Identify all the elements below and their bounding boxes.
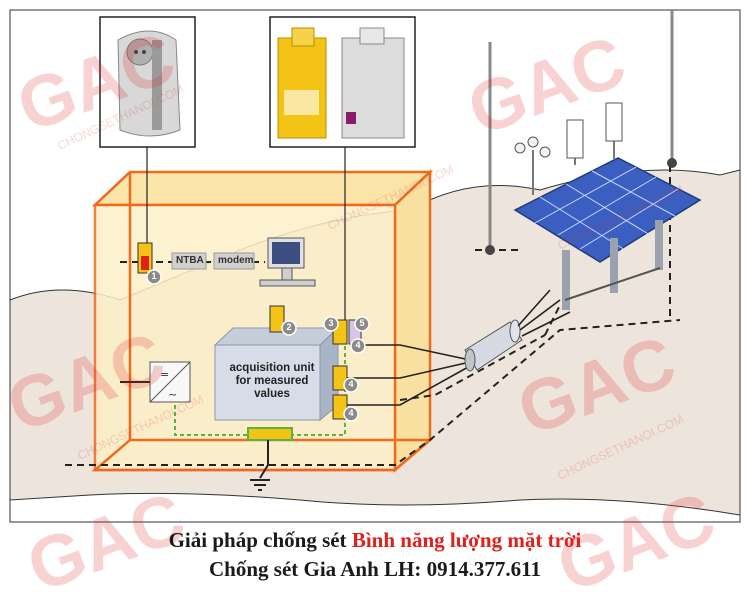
acquisition-unit — [213, 326, 340, 422]
marker-number: 5 — [359, 318, 365, 328]
ntba-box — [171, 252, 207, 270]
protector-2 — [269, 305, 285, 333]
marker-number: 2 — [286, 322, 292, 332]
cable-duct — [464, 289, 571, 372]
marker-number: 4 — [348, 379, 354, 389]
earth-conductor — [259, 440, 269, 479]
caption-line-1: Giải pháp chống sét Bình năng lượng mặt … — [0, 528, 750, 553]
marker-number: 3 — [328, 318, 334, 328]
caption-line-2: Chống sét Gia Anh LH: 0914.377.611 — [209, 557, 541, 581]
computer-icon — [259, 237, 316, 287]
modem-box — [213, 252, 255, 270]
marker-number: 1 — [151, 271, 157, 281]
caption-prefix: Giải pháp chống sét — [168, 528, 352, 552]
inverter-icon: = ~ — [120, 361, 191, 403]
rod-base-right — [667, 158, 677, 168]
socket-protector-photo — [99, 16, 196, 148]
acquisition-unit-label: acquisition unit for measured values — [229, 362, 315, 400]
solar-panel — [513, 157, 702, 310]
ntba-label: NTBA — [176, 255, 204, 266]
din-protector-photo — [269, 16, 416, 148]
earth-busbar — [247, 427, 293, 441]
protector-1-fuse — [141, 256, 149, 270]
marker-number: 4 — [348, 408, 354, 418]
modem-label: modem — [218, 255, 254, 266]
caption-highlight: Bình năng lượng mặt trời — [351, 528, 582, 552]
svg-text:~: ~ — [168, 388, 177, 401]
field-wires — [347, 344, 471, 406]
marker-badges — [146, 269, 370, 422]
marker-number: 4 — [355, 340, 361, 350]
svg-text:=: = — [160, 368, 169, 381]
earth-symbol-icon — [250, 479, 270, 491]
rod-base-left — [485, 245, 495, 255]
weather-sensors — [514, 102, 623, 195]
